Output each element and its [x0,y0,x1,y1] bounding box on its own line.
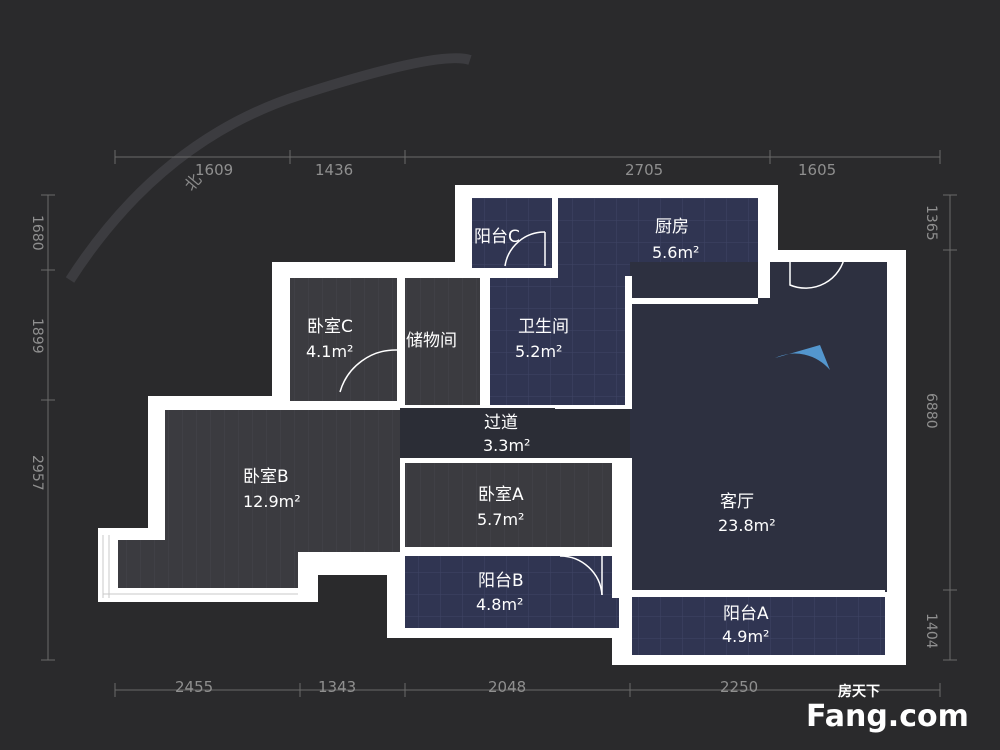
room-label-bedroom-a: 卧室A [478,485,524,505]
interior-walls [290,198,885,638]
dim-bottom-2: 1343 [318,678,356,696]
watermark-logo: Fang.com [806,699,969,734]
doors [339,231,846,596]
dim-top-3: 2705 [625,161,663,179]
room-area-balcony-b: 4.8m² [476,595,523,614]
room-label-balcony-c: 阳台C [474,227,520,247]
viewpoint-marker [775,345,830,370]
dim-top-2: 1436 [315,161,353,179]
room-area-corridor: 3.3m² [483,436,530,455]
room-label-living: 客厅 [720,492,754,512]
room-label-balcony-b: 阳台B [478,571,524,591]
watermark: 房天下 Fang.com [806,683,969,734]
dim-left-2: 1899 [29,318,45,354]
floor-bedroom-c [290,278,397,401]
room-label-bedroom-b: 卧室B [243,467,289,487]
floor-bathroom [490,278,625,405]
floor-balcony-c [472,198,552,270]
room-label-bedroom-c: 卧室C [307,317,353,337]
room-label-storage: 储物间 [406,331,457,351]
room-area-balcony-a: 4.9m² [722,627,769,646]
room-area-kitchen: 5.6m² [652,243,699,262]
room-area-bedroom-c: 4.1m² [306,342,353,361]
dim-bottom-4: 2250 [720,678,758,696]
floor-bedroom-b [118,410,400,588]
floor-bedroom-a [405,462,612,547]
room-label-balcony-a: 阳台A [723,604,769,624]
floor-living [630,262,887,592]
dim-top-1: 1609 [195,161,233,179]
floors [118,198,887,655]
dim-right-1: 1365 [923,205,939,241]
watermark-cn: 房天下 [838,683,880,700]
dim-bottom-3: 2048 [488,678,526,696]
dim-top-4: 1605 [798,161,836,179]
dim-left-3: 2957 [29,455,45,491]
room-area-bedroom-b: 12.9m² [243,492,301,511]
bay-window [102,535,298,598]
dim-right-3: 1404 [923,613,939,649]
floor-corridor [400,408,630,458]
compass-arc [65,53,472,283]
room-area-bathroom: 5.2m² [515,342,562,361]
room-label-bathroom: 卫生间 [518,317,569,337]
dim-right-2: 6880 [923,393,939,429]
room-label-kitchen: 厨房 [655,217,689,237]
room-area-bedroom-a: 5.7m² [477,510,524,529]
dimension-lines [41,150,957,697]
room-label-corridor: 过道 [484,413,518,433]
floor-balcony-b [405,556,619,628]
dim-left-1: 1680 [29,215,45,251]
room-area-living: 23.8m² [718,516,776,535]
dim-bottom-1: 2455 [175,678,213,696]
floor-storage [405,278,480,405]
floor-balcony-a [632,597,885,655]
